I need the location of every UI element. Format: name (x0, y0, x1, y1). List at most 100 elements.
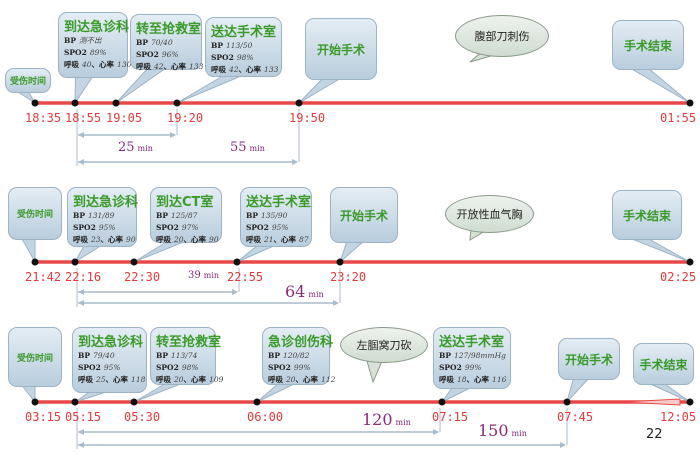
bp-label: BP (439, 351, 451, 360)
event-callout: 手术结束 (612, 20, 684, 70)
duration-unit: min (203, 271, 220, 280)
bp-value: 120/82 (282, 351, 310, 360)
separator: 、 (466, 375, 475, 384)
event-title: 到达急诊科 (64, 20, 130, 35)
spo2-value: 96% (161, 50, 179, 59)
timeline-dot (173, 99, 181, 107)
bp-value: 70/40 (150, 38, 173, 47)
end-arrow-icon (621, 398, 681, 406)
spo2-label: SPO2 (156, 223, 179, 232)
timeline-dot (295, 99, 303, 107)
resp-value: 40 (82, 60, 92, 69)
event-title: 开始手术 (316, 42, 365, 57)
event-time: 22:30 (124, 270, 161, 284)
callout-tail (176, 74, 244, 104)
arrow-head-icon (78, 300, 84, 306)
timeline-dot (71, 258, 79, 266)
separator: 、 (100, 235, 109, 244)
event-time: 21:42 (25, 270, 62, 284)
resp-label: 呼吸 (136, 62, 151, 71)
event-callout: 开始手术 (305, 18, 377, 80)
resp-label: 呼吸 (246, 235, 261, 244)
resp-value: 21 (264, 235, 274, 244)
arrow-head-icon (433, 429, 439, 435)
resp-value: 25 (96, 375, 106, 384)
timeline-dot (686, 99, 694, 107)
duration-unit: min (395, 418, 411, 427)
resp-label: 呼吸 (73, 235, 88, 244)
event-title: 转至抢救室 (156, 335, 222, 350)
event-title: 受伤时间 (10, 77, 47, 87)
event-title: 受伤时间 (16, 210, 53, 220)
event-time: 06:00 (247, 410, 284, 424)
resp-label: 呼吸 (268, 375, 283, 384)
event-callout: 手术结束 (612, 190, 682, 240)
duration-value: 55 (230, 140, 247, 155)
spo2-label: SPO2 (439, 363, 462, 372)
arrow-head-icon (232, 289, 238, 295)
resp-label: 呼吸 (78, 375, 93, 384)
separator: 、 (163, 62, 172, 71)
timeline-dot (336, 258, 344, 266)
event-callout: 开始手术 (558, 338, 620, 380)
resp-value: 42 (154, 62, 164, 71)
bp-value: 79/40 (92, 351, 115, 360)
event-callout: 受伤时间 (5, 68, 51, 93)
hr-value: 130 (117, 60, 132, 69)
event-time: 19:50 (289, 111, 326, 125)
bp-label: BP (246, 211, 258, 220)
event-title: 开始手术 (339, 208, 388, 223)
bp-label: BP (73, 211, 85, 220)
spo2-label: SPO2 (136, 50, 159, 59)
arrow-head-icon (170, 132, 176, 138)
hr-value: 112 (321, 375, 336, 384)
event-time: 22:16 (65, 270, 102, 284)
resp-value: 18 (457, 375, 467, 384)
timeline-dot (31, 99, 39, 107)
event-title: 到达急诊科 (73, 195, 139, 210)
resp-label: 呼吸 (64, 60, 79, 69)
event-title: 到达急诊科 (78, 335, 144, 350)
duration-value: 150 (478, 421, 509, 440)
hr-value: 87 (299, 235, 309, 244)
timeline-dot (686, 398, 694, 406)
duration-unit: min (137, 144, 153, 153)
hr-value: 116 (492, 375, 507, 384)
callout-tail (628, 67, 691, 104)
event-time: 22:55 (227, 270, 264, 284)
callout-tail (629, 237, 691, 263)
bp-value: 113/74 (170, 351, 198, 360)
hr-label: 心率 (191, 235, 207, 244)
duration-unit: min (511, 429, 527, 438)
arrow-head-icon (78, 132, 84, 138)
event-time: 01:55 (660, 111, 697, 125)
event-time: 18:55 (65, 111, 102, 125)
timeline-dot (233, 258, 241, 266)
hr-label: 心率 (108, 235, 124, 244)
event-callout: 开始手术 (330, 187, 398, 243)
resp-label: 呼吸 (156, 375, 171, 384)
separator: 、 (183, 235, 192, 244)
separator: 、 (273, 235, 282, 244)
bp-label: BP (211, 41, 223, 50)
spo2-label: SPO2 (78, 363, 101, 372)
duration-value: 120 (362, 410, 393, 429)
